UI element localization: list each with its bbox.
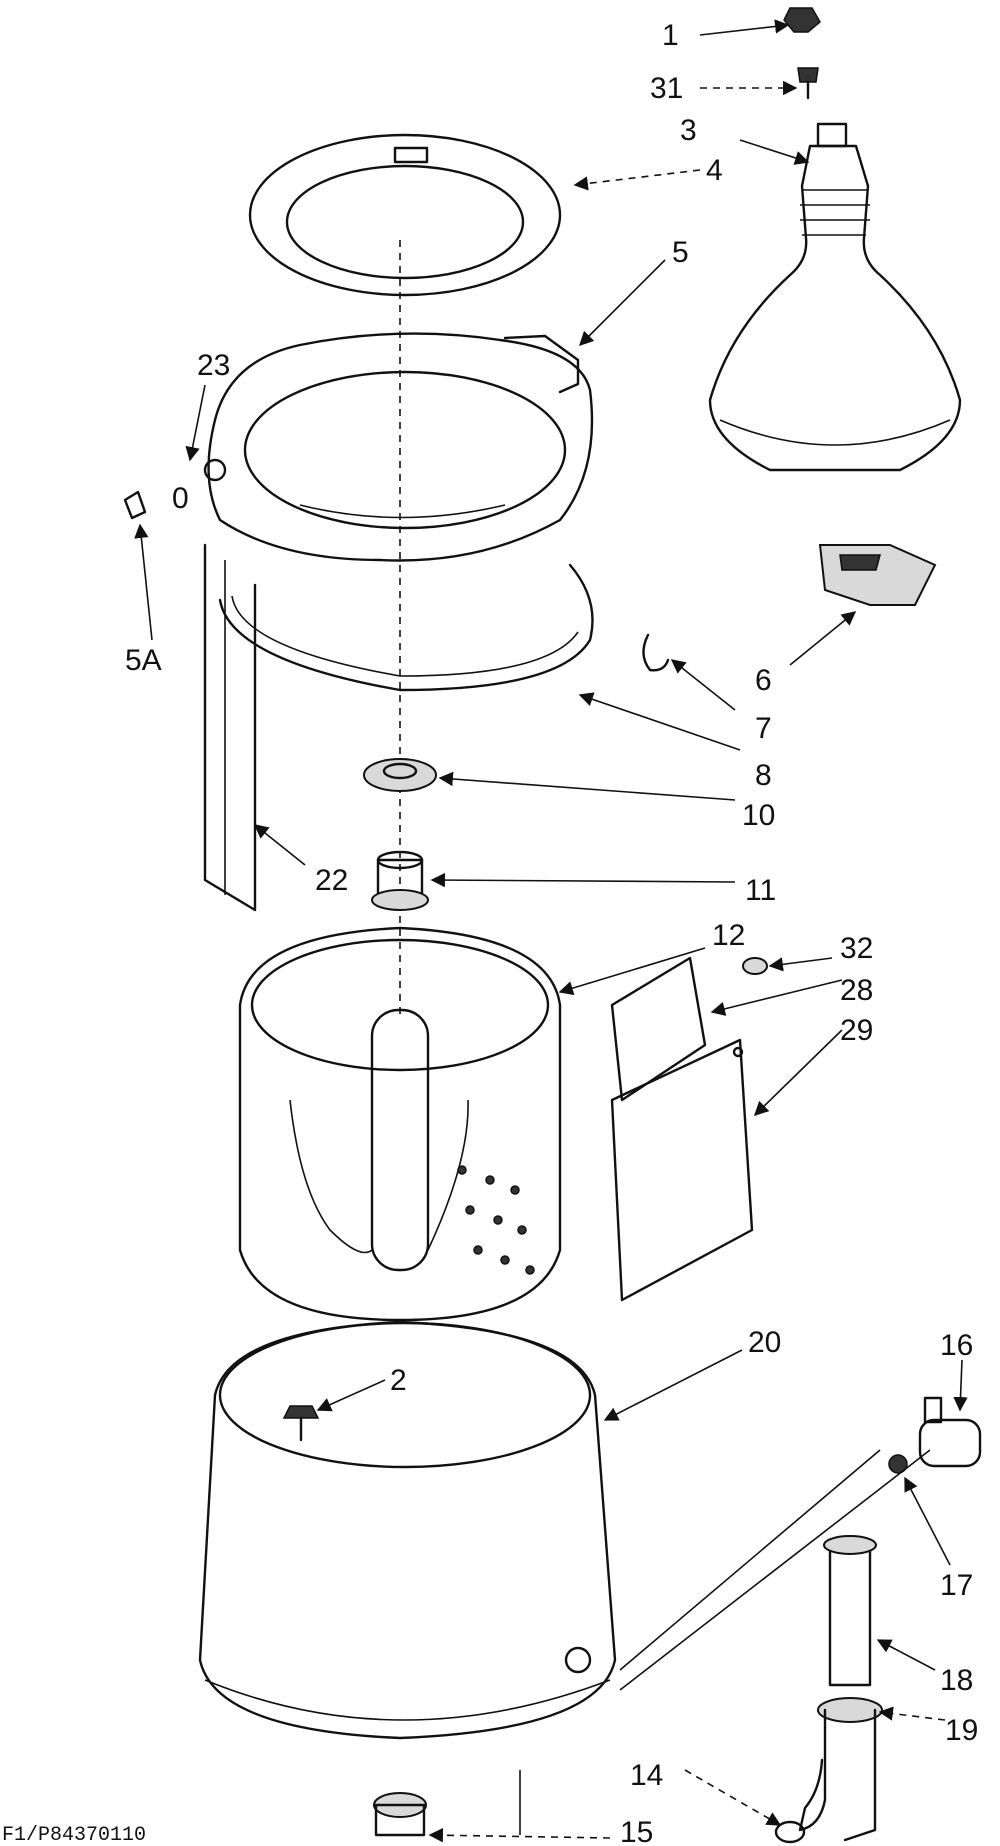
- part-23-small-fastener: [203, 458, 227, 482]
- leader-arrows: [134, 19, 968, 1843]
- callout-7: 7: [755, 712, 772, 745]
- hose-routing-line: [519, 1449, 931, 1835]
- callout-14: 14: [630, 1759, 663, 1792]
- callout-23: 23: [197, 349, 230, 382]
- part-12-spin-basket: [238, 926, 562, 1322]
- drawing-identifier: F1/P84370110: [2, 1824, 146, 1846]
- part-5a-clip: [123, 490, 147, 520]
- callout-6: 6: [755, 664, 772, 697]
- callout-0: 0: [172, 482, 189, 515]
- part-20-outer-tub: [198, 1320, 617, 1740]
- part-19-elbow: [798, 1697, 883, 1842]
- part-14-clamp-ring: [774, 1820, 806, 1844]
- callout-28: 28: [840, 974, 873, 1007]
- part-6-lid-switch: [818, 544, 937, 606]
- part-5-tub-cover: [207, 332, 594, 562]
- part-18-hose: [823, 1535, 877, 1687]
- part-22-side-panel: [203, 543, 257, 912]
- part-28-bracket: [610, 956, 707, 1102]
- callout-31: 31: [650, 72, 683, 105]
- part-32-plug: [742, 957, 768, 975]
- part-10-nut: [363, 758, 437, 792]
- callout-2: 2: [390, 1364, 407, 1397]
- callout-22: 22: [315, 864, 348, 897]
- part-4-balance-ring: [248, 133, 562, 297]
- callout-29: 29: [840, 1014, 873, 1047]
- callout-12: 12: [712, 919, 745, 952]
- callout-8: 8: [755, 759, 772, 792]
- part-31-bolt: [797, 67, 819, 100]
- callout-15: 15: [620, 1816, 653, 1846]
- callout-17: 17: [940, 1569, 973, 1602]
- part-17-clamp: [888, 1454, 908, 1474]
- callout-5a: 5A: [125, 644, 162, 677]
- callout-1: 1: [662, 19, 679, 52]
- part-11-hub: [371, 850, 429, 911]
- callout-19: 19: [945, 1714, 978, 1747]
- callout-18: 18: [940, 1664, 973, 1697]
- part-15-drain-fitting: [373, 1792, 427, 1837]
- callout-11: 11: [745, 874, 776, 907]
- callout-20: 20: [748, 1326, 781, 1359]
- callout-10: 10: [742, 799, 775, 832]
- callout-3: 3: [680, 114, 697, 147]
- part-7-hook-clip: [642, 633, 670, 672]
- part-16-pump: [918, 1396, 982, 1468]
- callout-32: 32: [840, 932, 873, 965]
- part-3-agitator: [708, 122, 962, 472]
- callout-4: 4: [706, 154, 723, 187]
- callout-16: 16: [940, 1329, 973, 1362]
- callout-5: 5: [672, 236, 689, 269]
- part-8-gasket: [218, 563, 594, 692]
- part-1-agitator-cap: [783, 7, 821, 33]
- part-2-tub-bolt: [282, 1405, 320, 1442]
- part-29-plate: [610, 1038, 754, 1302]
